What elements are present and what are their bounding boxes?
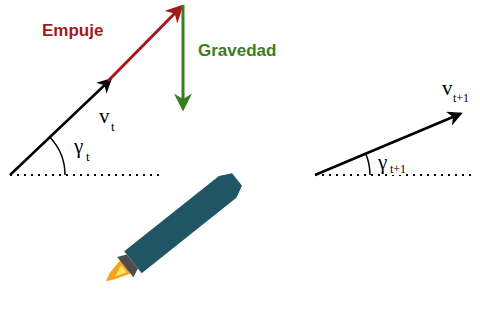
symbol-label: v — [442, 78, 453, 99]
subscript-label: t+1 — [390, 163, 406, 175]
symbol-label: v — [99, 106, 110, 127]
force-label: Gravedad — [198, 42, 276, 59]
force-label: Empuje — [42, 22, 103, 39]
rocket-body — [124, 168, 246, 273]
velocity-vector — [10, 80, 110, 175]
subscript-label: t — [86, 150, 90, 163]
symbol-label: γ — [378, 152, 387, 173]
subscript-label: t+1 — [453, 92, 469, 104]
rocket-illustration — [98, 168, 245, 293]
angle-arc — [366, 154, 370, 176]
horizontal-reference — [10, 174, 160, 176]
subscript-label: t — [111, 120, 115, 133]
rocket-flame — [112, 265, 127, 280]
gravity-vector — [182, 5, 185, 108]
velocity-vector — [315, 114, 460, 175]
symbol-label: γ — [74, 136, 83, 157]
angle-arc — [50, 138, 65, 176]
thrust-vector — [108, 7, 181, 81]
